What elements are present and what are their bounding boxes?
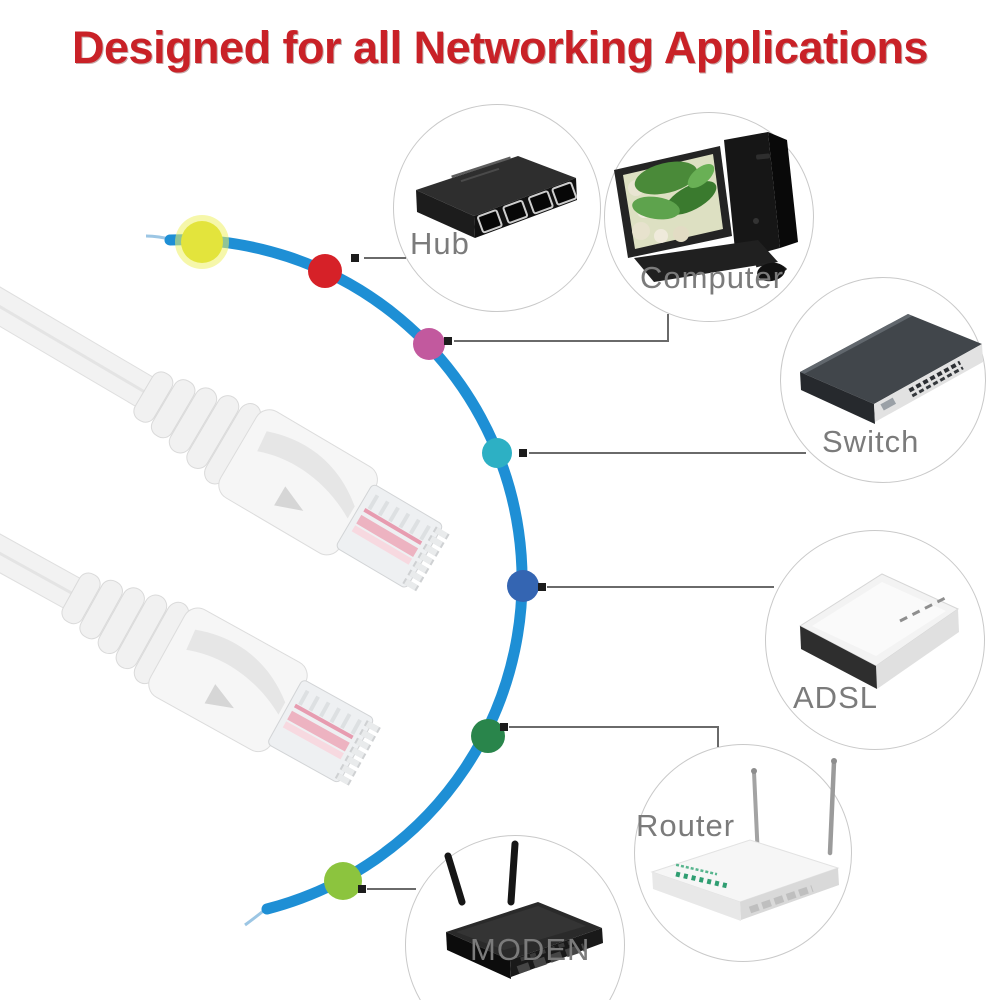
moden-label: MODEN: [470, 932, 591, 967]
callout-marker-router: [500, 723, 508, 731]
arc-dot-yellow-glow: [175, 215, 229, 269]
computer-label: Computer: [640, 260, 785, 295]
arc-dot-red: [308, 254, 342, 288]
adsl-label: ADSL: [793, 680, 878, 715]
hub-left-face: [416, 190, 475, 238]
ethernet-cable-lower: [0, 425, 383, 796]
router-label: Router: [636, 808, 736, 843]
arc-dot-blue: [507, 570, 539, 602]
callout-marker-hub: [351, 254, 359, 262]
computer-mouse: [757, 262, 785, 282]
arc-dot-yellow: [181, 221, 223, 263]
switch-label: Switch: [822, 424, 920, 459]
hub-top-face: [416, 156, 576, 216]
callout-marker-adsl: [538, 583, 546, 591]
callout-line-computer: [454, 314, 669, 342]
hub-label: Hub: [410, 226, 470, 261]
adsl-device-icon: [799, 573, 960, 689]
modem-device-icon: [444, 840, 603, 979]
page-title: Designed for all Networking Applications: [72, 22, 928, 73]
computer-tower: [724, 132, 780, 260]
router-led-row: [675, 863, 732, 890]
hub-device-icon: [416, 156, 578, 238]
callout-marker-computer: [444, 337, 452, 345]
arc-dot-green: [471, 719, 505, 753]
arc-dot-magenta: [413, 328, 445, 360]
router-left-face: [652, 872, 741, 921]
switch-front-strip: [874, 344, 983, 422]
modem-antennas: [444, 840, 519, 906]
arc-dot-teal: [482, 438, 512, 468]
router-device-icon: [650, 758, 840, 921]
adsl-vents: [899, 595, 949, 623]
switch-left-face: [800, 372, 875, 424]
connection-arc: [164, 234, 528, 915]
router-antennas: [751, 758, 837, 860]
switch-top-face: [800, 314, 982, 404]
switch-ports: [880, 360, 964, 411]
modem-right-face: [510, 928, 603, 977]
computer-keyboard: [634, 240, 778, 282]
adsl-right-face: [876, 609, 959, 689]
callout-markers: [351, 254, 546, 893]
router-ports: [748, 885, 814, 914]
computer-device-icon: [614, 132, 798, 282]
arc-dot-light-green: [324, 862, 362, 900]
modem-left-face: [446, 932, 511, 979]
callout-marker-switch: [519, 449, 527, 457]
arc-start-taper: [145, 234, 175, 242]
switch-device-icon: [800, 314, 983, 424]
callout-marker-moden: [358, 885, 366, 893]
modem-ports: [516, 940, 586, 974]
hub-ports: [477, 181, 578, 234]
ethernet-cable-upper: [0, 218, 452, 601]
arc-end-taper: [244, 906, 268, 927]
callout-line-router: [509, 726, 719, 747]
adsl-left-face: [800, 626, 877, 689]
